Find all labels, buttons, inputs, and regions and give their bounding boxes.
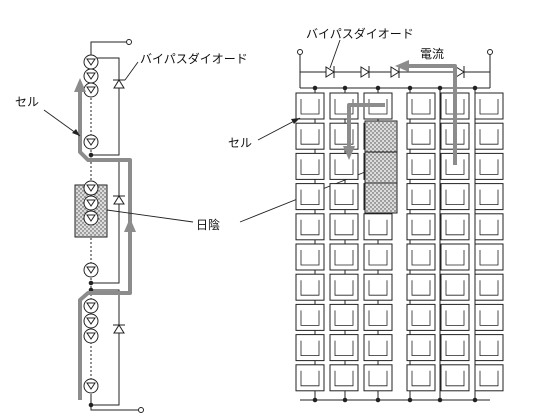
left-bypass-diodes: [113, 79, 125, 334]
pv-cell: [440, 303, 470, 331]
bypass-diode-icon: [455, 66, 465, 78]
cell-icon: [83, 210, 99, 226]
pv-cell: [440, 213, 470, 241]
pv-cell: [406, 364, 436, 392]
pv-cell: [440, 243, 470, 271]
pv-cell: [329, 243, 359, 271]
left-terminal: [297, 49, 303, 55]
pv-cell: [406, 303, 436, 331]
left-cell-label: セル: [15, 95, 39, 109]
cell-icon: [83, 82, 99, 98]
pv-cell: [406, 243, 436, 271]
pv-cell: [295, 364, 325, 392]
arrow-down-icon: [343, 146, 355, 160]
bypass-diode-icon: [113, 195, 125, 205]
bypass-diode-icon: [360, 66, 370, 78]
right-cell-label: セル: [228, 136, 252, 150]
pv-cell: [474, 303, 504, 331]
bypass-diode-icon: [390, 66, 400, 78]
pv-cell: [295, 92, 325, 120]
pv-cell: [474, 273, 504, 301]
arrow-up-icon: [124, 218, 136, 232]
right-terminal: [487, 49, 493, 55]
pv-cell: [406, 213, 436, 241]
bottom-terminal: [138, 407, 144, 413]
arrow-up-icon: [74, 78, 86, 92]
cell-icon: [83, 180, 99, 196]
pv-cell: [329, 303, 359, 331]
pv-cell: [406, 183, 436, 211]
bypass-diode-icon: [113, 324, 125, 334]
bypass-diode-icon: [113, 79, 125, 89]
pv-cell: [295, 213, 325, 241]
pv-cell: [329, 213, 359, 241]
cell-icon: [83, 134, 99, 150]
pv-cell: [440, 183, 470, 211]
pv-cell: [363, 364, 393, 392]
pv-cell: [406, 92, 436, 120]
right-current-path: [347, 64, 457, 165]
pv-cell: [474, 183, 504, 211]
pv-cell: [329, 183, 359, 211]
shade-label: 日陰: [196, 218, 220, 232]
left-current-path: [78, 90, 132, 400]
pv-cell: [295, 243, 325, 271]
pv-cell: [295, 122, 325, 150]
pv-cell: [474, 364, 504, 392]
right-bypass-diodes: [325, 66, 465, 78]
left-cells: [83, 54, 99, 394]
arrowhead-icon: [291, 118, 300, 124]
left-current-arrowheads: [74, 78, 136, 232]
pv-cell: [295, 183, 325, 211]
pv-cell: [474, 213, 504, 241]
left-bypass-label: バイパスダイオード: [140, 51, 248, 66]
pv-cell: [363, 273, 393, 301]
cell-icon: [83, 262, 99, 278]
cell-icon: [83, 68, 99, 84]
top-terminal: [126, 39, 132, 45]
pv-cell: [329, 122, 359, 150]
cell-icon: [83, 328, 99, 344]
pv-cell: [474, 122, 504, 150]
pv-cell: [295, 303, 325, 331]
pv-cell: [474, 92, 504, 120]
cell-grid: [295, 92, 504, 392]
cell-icon: [83, 298, 99, 314]
right-current-arrowheads: [343, 60, 409, 160]
right-shade-area: [364, 120, 398, 214]
pv-cell: [406, 122, 436, 150]
pv-cell: [329, 273, 359, 301]
pv-cell: [440, 364, 470, 392]
pv-cell: [363, 303, 393, 331]
pv-cell: [406, 152, 436, 180]
pv-cell: [363, 213, 393, 241]
arrow-left-icon: [395, 60, 409, 72]
cell-icon: [83, 313, 99, 329]
current-label: 電流: [420, 47, 444, 61]
bypass-diode-icon: [325, 66, 335, 78]
pv-cell: [363, 243, 393, 271]
pv-cell: [295, 273, 325, 301]
pv-cell: [329, 334, 359, 362]
pv-cell: [329, 152, 359, 180]
pv-cell: [474, 334, 504, 362]
right-bypass-label: バイパスダイオード: [306, 26, 414, 41]
pv-cell: [295, 334, 325, 362]
pv-cell: [474, 243, 504, 271]
pv-cell: [363, 334, 393, 362]
pv-cell: [406, 334, 436, 362]
pv-cell: [474, 152, 504, 180]
cell-icon: [83, 195, 99, 211]
pv-cell: [295, 152, 325, 180]
pv-cell: [329, 364, 359, 392]
pv-cell: [440, 273, 470, 301]
arrowhead-icon: [72, 129, 80, 136]
pv-cell: [406, 273, 436, 301]
cell-icon: [83, 378, 99, 394]
cell-icon: [83, 54, 99, 70]
pv-cell: [440, 334, 470, 362]
